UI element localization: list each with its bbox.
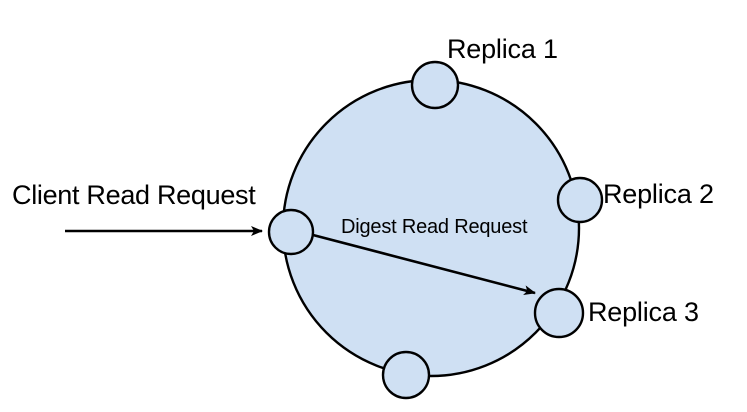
node-bottom[interactable]	[381, 350, 431, 400]
node-replica-3[interactable]	[533, 287, 585, 339]
node-replica-2[interactable]	[556, 176, 604, 224]
node-replica-1[interactable]	[410, 60, 460, 110]
node-coordinator[interactable]	[267, 208, 315, 256]
label-replica-1: Replica 1	[447, 34, 558, 64]
label-client-read-request: Client Read Request	[12, 180, 256, 210]
label-digest-read-request: Digest Read Request	[341, 216, 528, 238]
label-replica-2: Replica 2	[603, 179, 714, 209]
label-replica-3: Replica 3	[588, 297, 699, 327]
digest-read-request-arrow	[312, 233, 536, 296]
